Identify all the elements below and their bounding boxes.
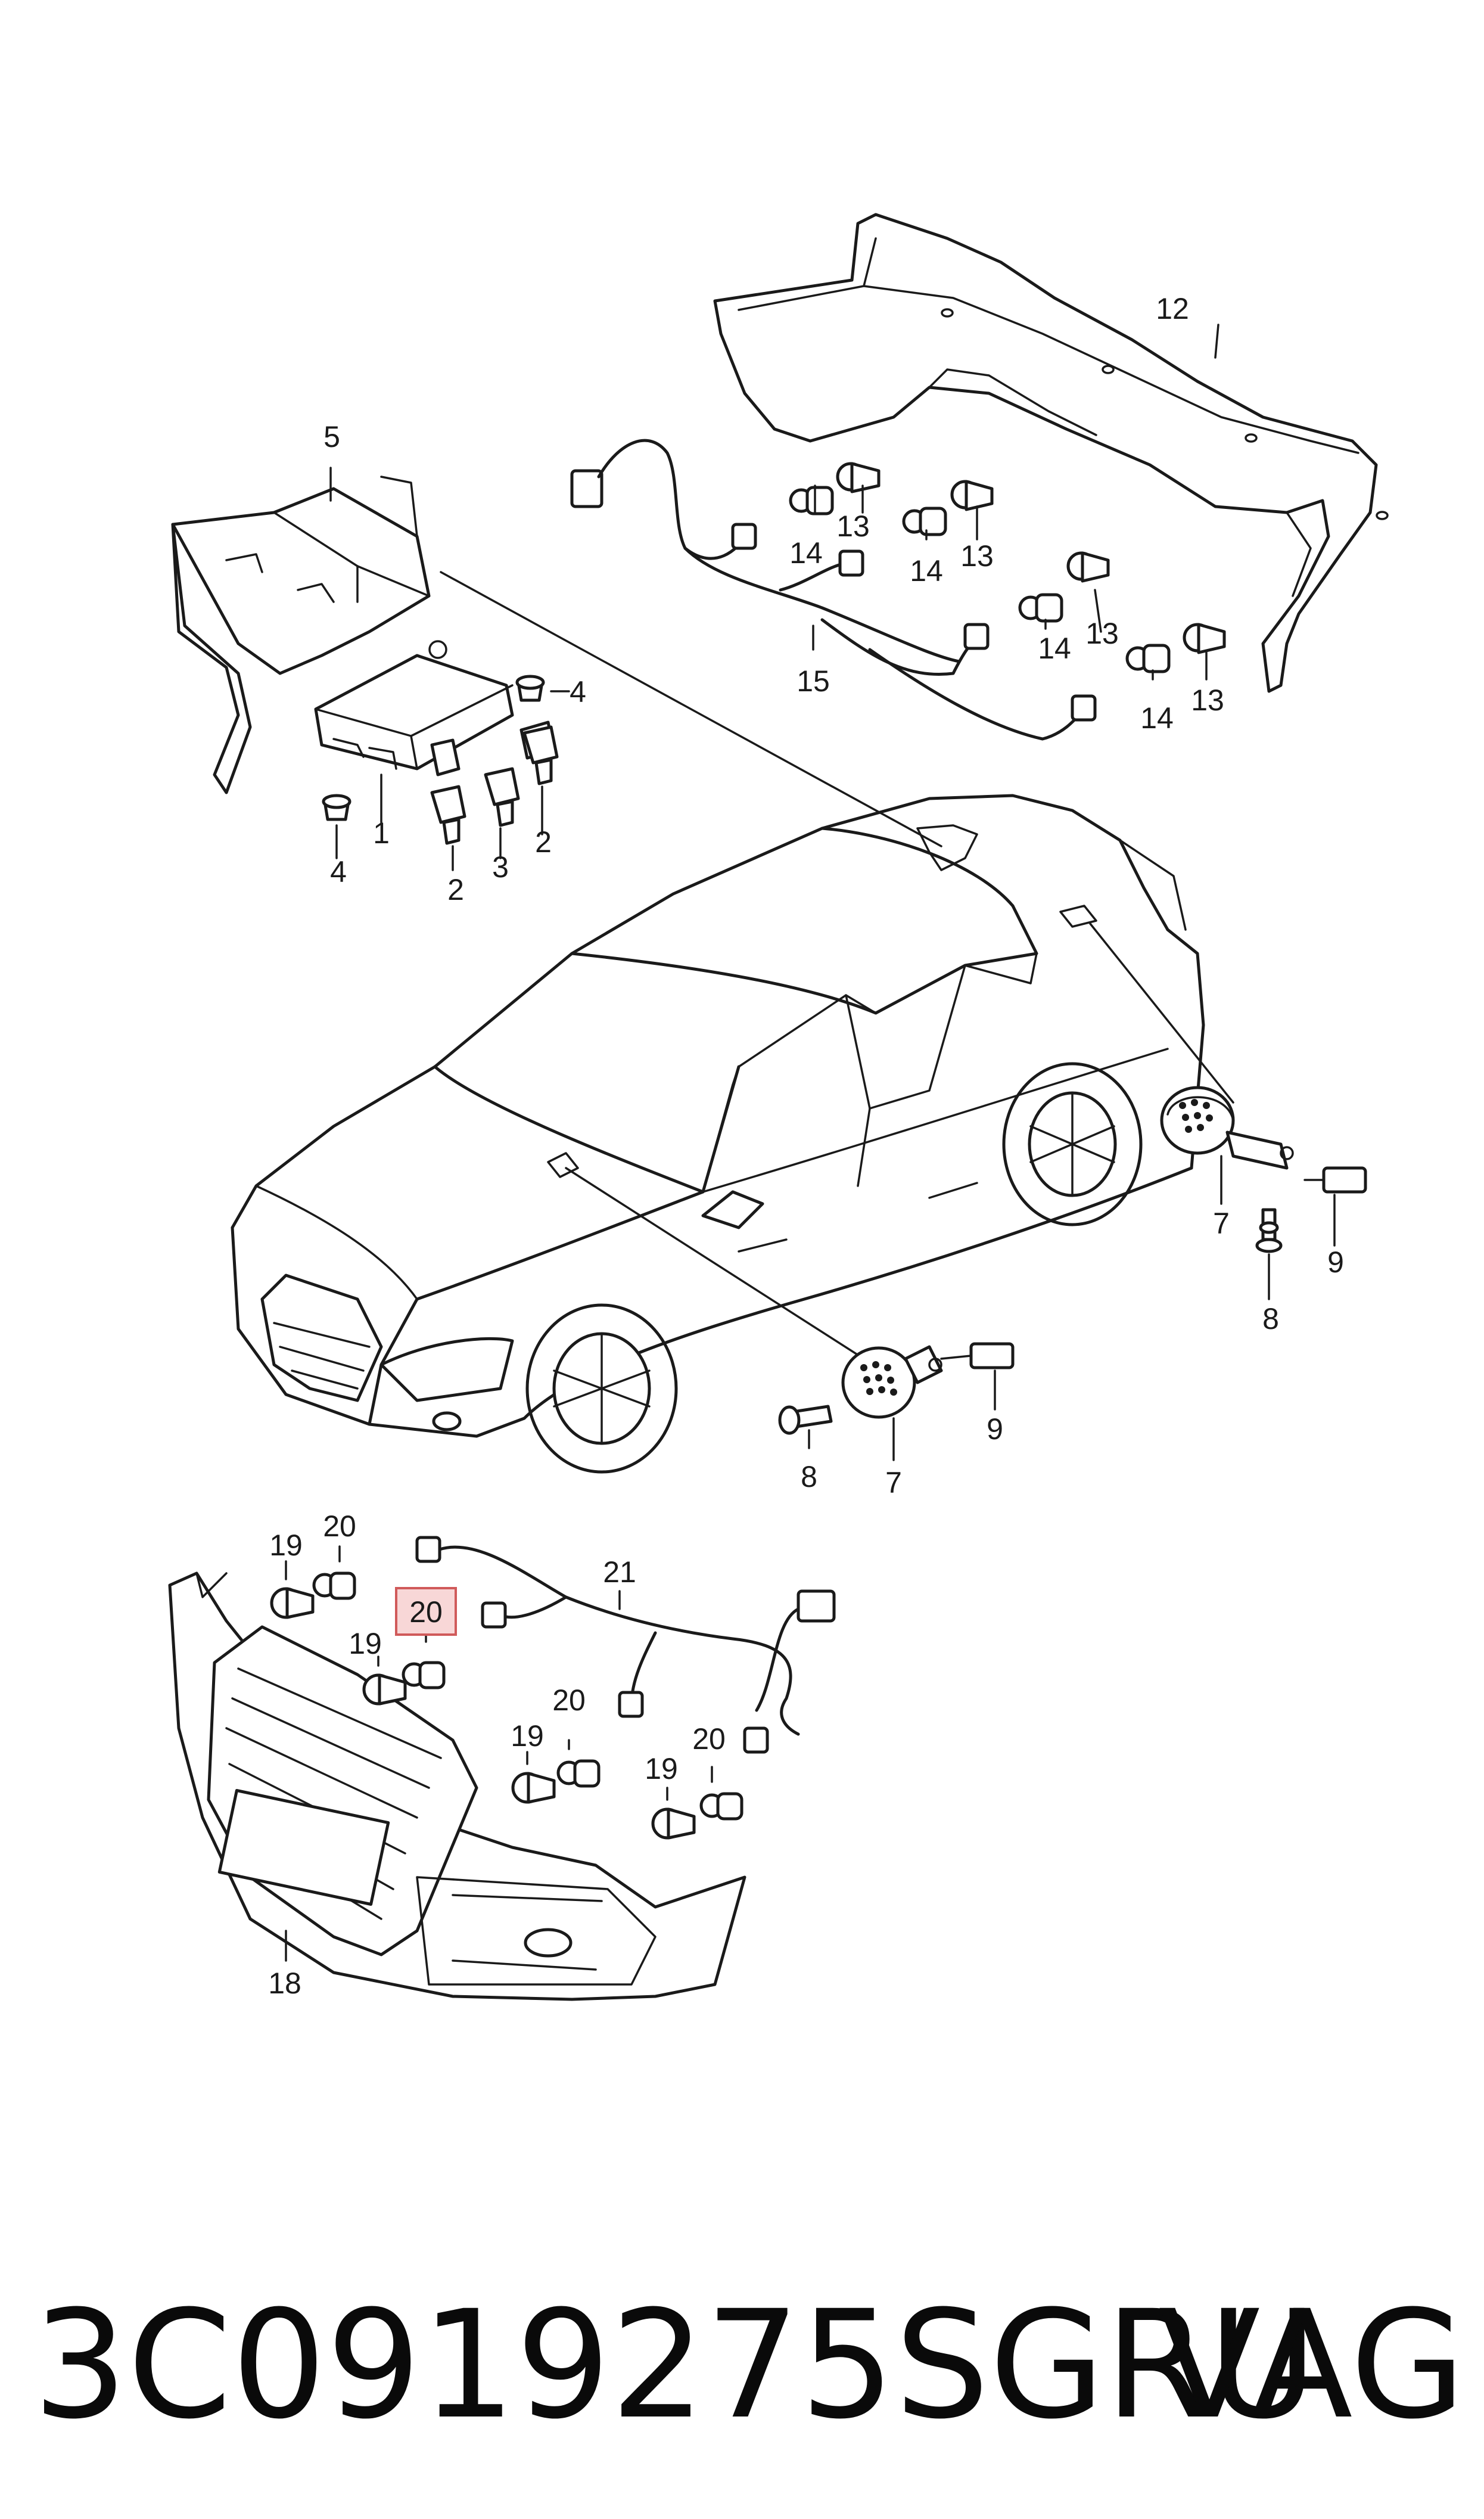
callout-14c: 14 — [1038, 632, 1071, 665]
callout-7a: 7 — [1213, 1207, 1230, 1240]
callout-2b: 2 — [535, 825, 552, 859]
callout-3: 3 — [492, 850, 509, 884]
rear-bumper-drawing — [713, 213, 1389, 693]
callout-8a: 8 — [1262, 1302, 1279, 1335]
callout-19a: 19 — [269, 1529, 303, 1562]
callout-14d: 14 — [1140, 701, 1174, 735]
callout-13c: 13 — [1085, 617, 1119, 650]
callout-19d: 19 — [645, 1752, 678, 1785]
callout-8b: 8 — [801, 1460, 817, 1493]
callout-13a: 13 — [836, 510, 870, 543]
callout-5: 5 — [323, 420, 340, 454]
callout-19c: 19 — [511, 1719, 544, 1753]
callout-15: 15 — [797, 664, 830, 698]
rear-wiring-harness-drawing — [570, 439, 1097, 741]
brand-label: VAG — [1159, 2278, 1466, 2452]
callout-20c: 20 — [552, 1684, 586, 1717]
callout-4b: 4 — [570, 675, 586, 709]
car-body-drawing — [231, 794, 1234, 1474]
front-wiring-harness-drawing — [415, 1536, 836, 1754]
warning-buzzers-drawing — [778, 1086, 1367, 1435]
callout-2a: 2 — [447, 873, 464, 906]
front-parking-sensors-drawing — [270, 1571, 743, 1840]
callout-9a: 9 — [1327, 1245, 1344, 1279]
callout-labels: 1 2 2 3 4 4 5 7 7 8 8 9 9 12 13 13 13 13… — [268, 292, 1344, 2000]
callout-13d: 13 — [1191, 684, 1224, 717]
rear-parking-sensors-drawing — [789, 462, 1226, 673]
leader-lines — [285, 324, 1336, 1962]
control-unit-bracket-drawing — [171, 476, 942, 847]
callout-7b: 7 — [885, 1466, 902, 1499]
callout-18: 18 — [268, 1967, 301, 2000]
front-bumper-drawing — [168, 1571, 746, 2001]
callout-1: 1 — [373, 816, 390, 850]
callout-4a: 4 — [330, 855, 347, 889]
callout-20d: 20 — [692, 1722, 726, 1756]
callout-12: 12 — [1156, 292, 1189, 325]
callout-14a: 14 — [789, 536, 823, 570]
callout-14b: 14 — [910, 554, 943, 588]
highlight-box — [395, 1587, 457, 1636]
callout-13b: 13 — [960, 539, 994, 573]
callout-20b-highlighted: 20 — [409, 1595, 443, 1629]
part-number: 3C0919275SGRU — [33, 2278, 1317, 2452]
callout-20a: 20 — [323, 1509, 356, 1543]
callout-21: 21 — [603, 1555, 636, 1589]
callout-9b: 9 — [987, 1412, 1003, 1446]
callout-19b: 19 — [349, 1627, 382, 1660]
